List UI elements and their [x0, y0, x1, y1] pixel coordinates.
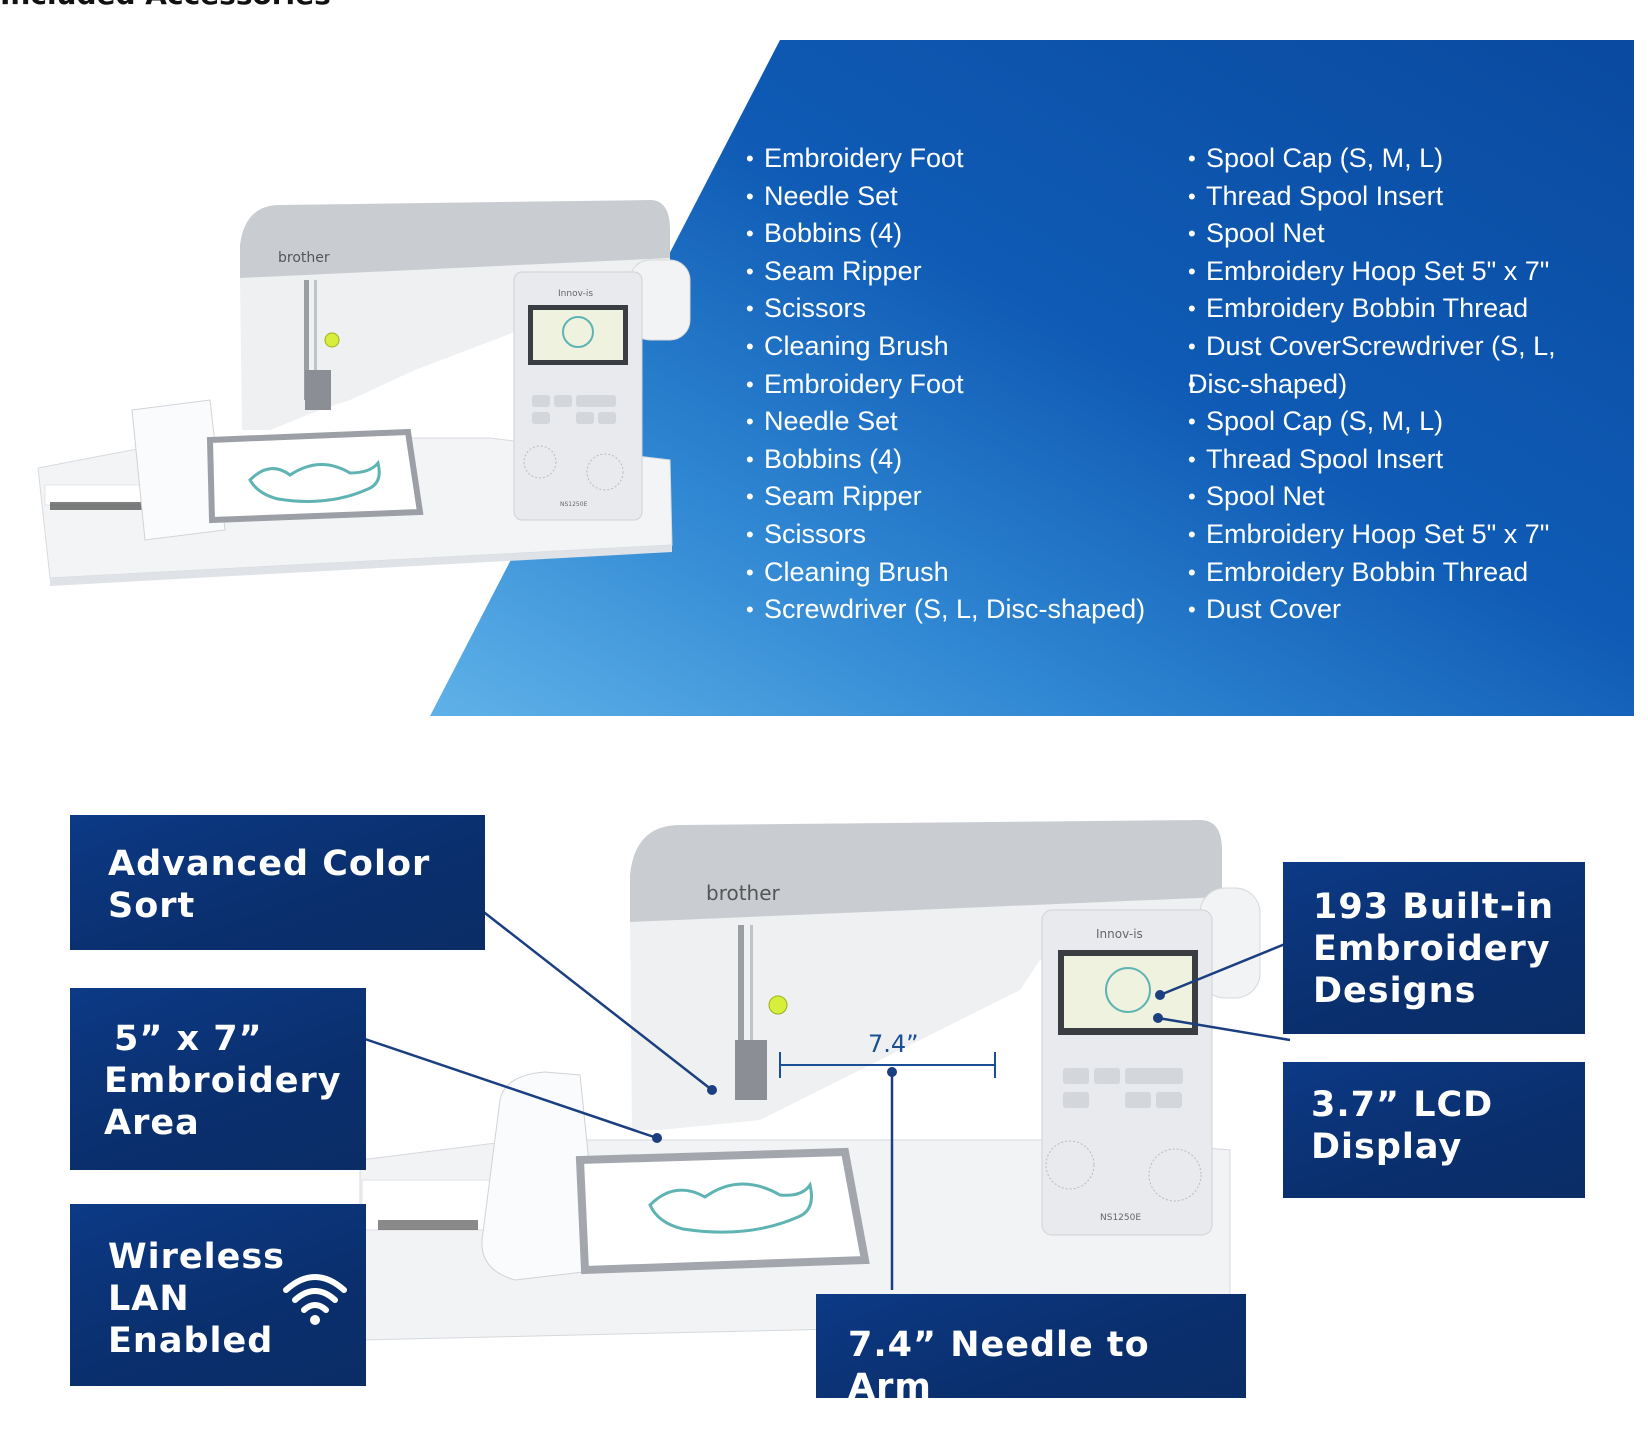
list-item: Seam Ripper: [746, 253, 1176, 291]
list-item: Embroidery Foot: [746, 366, 1176, 404]
callout-line: Sort: [108, 886, 196, 926]
model-line-label: Innov-is: [558, 289, 593, 299]
callout-line: Enabled: [108, 1321, 274, 1361]
list-item: Bobbins (4): [746, 215, 1176, 253]
list-item: Bobbins (4): [746, 441, 1176, 479]
list-item: Spool Cap (S, M, L): [1188, 403, 1588, 441]
dimension-label: 7.4”: [868, 1030, 919, 1058]
callout-line: Display: [1311, 1127, 1463, 1167]
callout-color-sort: Advanced Color Sort: [70, 815, 485, 950]
list-item: Spool Cap (S, M, L): [1188, 140, 1588, 178]
list-item: Embroidery Bobbin Thread: [1188, 554, 1588, 592]
callout-line: Embroidery: [104, 1061, 342, 1101]
list-item: Cleaning Brush: [746, 554, 1176, 592]
list-item: Thread Spool Insert: [1188, 441, 1588, 479]
accessories-panel: brother Innov-is NS1250E Embroidery Foot…: [0, 40, 1648, 716]
list-item: Dust Cover: [1188, 591, 1588, 629]
model-label: NS1250E: [1100, 1213, 1141, 1223]
list-item: Embroidery Hoop Set 5" x 7": [1188, 253, 1588, 291]
callout-line: Wireless: [108, 1237, 286, 1277]
model-label: NS1250E: [560, 501, 588, 508]
accessory-list-right: Spool Cap (S, M, L) Thread Spool Insert …: [1188, 140, 1588, 629]
callout-line: 3.7” LCD: [1311, 1085, 1494, 1125]
callout-line: 193 Built-in: [1313, 887, 1555, 927]
list-item: Screwdriver (S, L, Disc-shaped): [746, 591, 1176, 629]
callout-embroidery-area: 5” x 7” Embroidery Area: [70, 988, 366, 1170]
model-line-label: Innov-is: [1096, 927, 1143, 941]
feature-diagram: brother Innov-is NS1250E 7.4”: [359, 820, 1291, 1341]
list-item: Spool Net: [1188, 478, 1588, 516]
brand-logo: brother: [278, 250, 330, 266]
callout-built-in-designs: 193 Built-in Embroidery Designs: [1283, 862, 1585, 1034]
list-item: Dust CoverScrewdriver (S, L,: [1188, 328, 1588, 366]
sewing-machine-image: brother Innov-is NS1250E: [37, 200, 691, 586]
list-item: Needle Set: [746, 178, 1176, 216]
list-item: Spool Net: [1188, 215, 1588, 253]
list-item: Embroidery Foot: [746, 140, 1176, 178]
callout-lcd-display: 3.7” LCD Display: [1283, 1062, 1585, 1198]
callout-line: Advanced Color: [108, 844, 431, 884]
callout-line: LAN: [108, 1279, 190, 1319]
list-item: Cleaning Brush: [746, 328, 1176, 366]
list-item: Seam Ripper: [746, 478, 1176, 516]
callout-line: Embroidery: [1313, 929, 1551, 969]
section-title: Included Accessories: [0, 0, 331, 11]
list-item: Scissors: [746, 516, 1176, 554]
wifi-icon: [283, 1274, 347, 1325]
list-item-continuation: Disc-shaped): [1188, 366, 1588, 404]
list-item: Embroidery Hoop Set 5" x 7": [1188, 516, 1588, 554]
brand-logo: brother: [706, 881, 781, 905]
callout-wireless-lan: Wireless LAN Enabled: [70, 1204, 366, 1386]
callout-line: 7.4” Needle to Arm: [848, 1325, 1150, 1407]
callout-line: Designs: [1313, 971, 1477, 1011]
list-item: Needle Set: [746, 403, 1176, 441]
list-item: Scissors: [746, 290, 1176, 328]
callout-needle-to-arm: 7.4” Needle to Arm: [816, 1294, 1246, 1407]
callout-line: 5” x 7”: [114, 1019, 263, 1059]
accessory-list-left: Embroidery Foot Needle Set Bobbins (4) S…: [746, 140, 1176, 629]
list-item: Thread Spool Insert: [1188, 178, 1588, 216]
callout-line: Area: [104, 1103, 200, 1143]
list-item: Embroidery Bobbin Thread: [1188, 290, 1588, 328]
